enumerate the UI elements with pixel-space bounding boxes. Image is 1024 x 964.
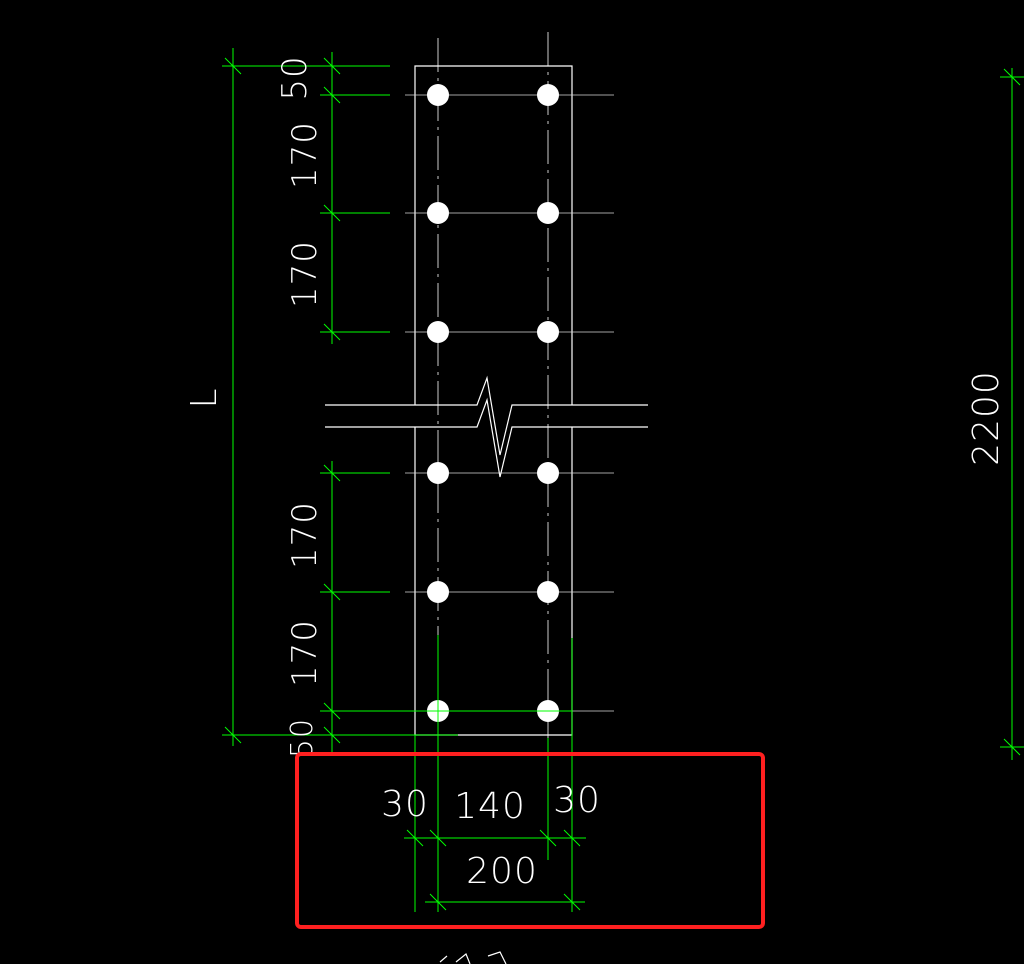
tick (323, 583, 341, 601)
dim-text-bottom-edge: 50 (285, 718, 320, 758)
tick (323, 323, 341, 341)
tick (323, 86, 341, 104)
plate-outline (414, 65, 573, 736)
dim-text-pitch-2: 170 (285, 240, 325, 308)
tick (323, 204, 341, 222)
tick (429, 893, 447, 911)
tick (539, 829, 557, 847)
bolt-hole (537, 84, 559, 106)
bolt-holes (427, 84, 559, 722)
tick (429, 829, 447, 847)
tick (224, 57, 242, 75)
dim-text-pitch-3: 170 (285, 501, 325, 569)
bolt-hole (427, 321, 449, 343)
bolt-hole (427, 202, 449, 224)
bolt-hole (537, 462, 559, 484)
dim-text-top-edge: 50 (275, 55, 315, 100)
tick (323, 464, 341, 482)
bolt-hole (537, 581, 559, 603)
tick (224, 726, 242, 744)
dimension-lines (222, 48, 1024, 912)
dim-text-plate-width: 200 (466, 851, 538, 892)
tick (563, 829, 581, 847)
bolt-hole (537, 321, 559, 343)
bolt-hole (537, 202, 559, 224)
break-line (325, 375, 648, 478)
tick (323, 726, 341, 744)
tick (323, 702, 341, 720)
bolt-hole (427, 462, 449, 484)
dim-text-edge-left: 30 (381, 784, 429, 825)
bolt-hole (427, 581, 449, 603)
dim-text-pitch-1: 170 (285, 121, 325, 189)
dim-text-pitch-4: 170 (285, 619, 325, 687)
tick (406, 829, 424, 847)
bolt-hole (427, 84, 449, 106)
dim-text-length-symbol: L (184, 387, 225, 408)
tick (1003, 738, 1021, 756)
dim-text-inner-spacing: 140 (454, 786, 526, 827)
tick (1003, 68, 1021, 86)
cropped-label-fragment (439, 951, 507, 964)
tick (563, 893, 581, 911)
highlight-box (295, 752, 765, 929)
dim-text-total-length: 2200 (966, 370, 1007, 466)
dim-text-edge-right: 30 (553, 780, 601, 821)
tick (323, 57, 341, 75)
